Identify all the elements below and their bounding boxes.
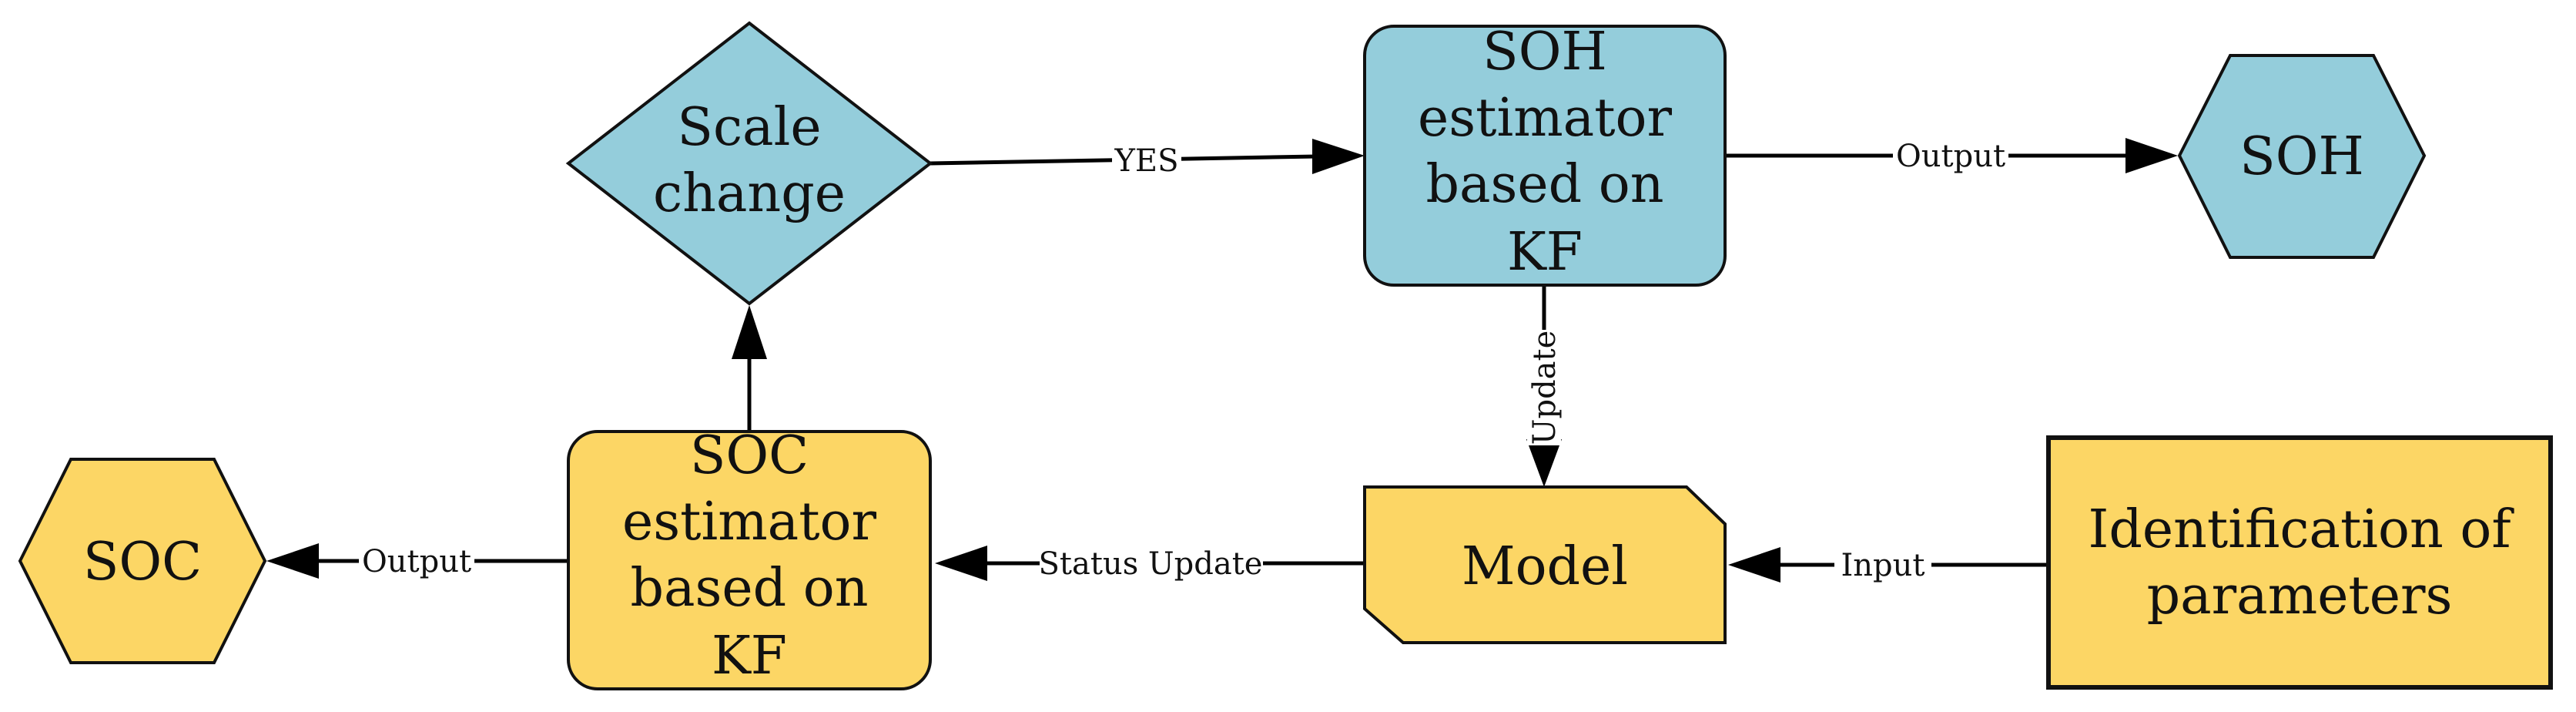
node-soh: SOH — [2177, 54, 2427, 259]
identification-line-1: Identification of — [2088, 499, 2514, 560]
soc-estimator-line-4: KF — [712, 626, 787, 687]
model-label: Model — [1462, 536, 1628, 597]
edge-input: Input — [1728, 547, 2047, 583]
soh-label: SOH — [2239, 126, 2364, 187]
edge-label-output-soc: Output — [362, 544, 471, 579]
soc-estimator-line-3: based on — [630, 558, 868, 619]
soh-estimator-line-4: KF — [1507, 222, 1583, 283]
node-identification: Identification of parameters — [2046, 435, 2553, 690]
node-soh-estimator: SOH estimator based on KF — [1363, 22, 1727, 287]
edge-label-status-update: Status Update — [1039, 546, 1263, 582]
edge-output-soc: Output — [266, 543, 568, 579]
soc-label: SOC — [83, 532, 202, 593]
node-model: Model — [1363, 485, 1727, 644]
edge-yes: YES — [930, 139, 1365, 179]
node-soc: SOC — [18, 458, 267, 664]
identification-line-2: parameters — [2147, 566, 2453, 626]
edge-label-input: Input — [1841, 548, 1924, 583]
scale-change-line-1: Scale — [677, 97, 821, 158]
edge-label-yes: YES — [1114, 143, 1178, 179]
edge-label-update: Update — [1527, 331, 1563, 445]
node-soc-estimator: SOC estimator based on KF — [567, 425, 932, 690]
soh-estimator-line-3: based on — [1425, 154, 1663, 215]
edge-output-soh: Output — [1725, 138, 2178, 174]
soh-estimator-line-2: estimator — [1418, 88, 1673, 149]
soc-estimator-line-2: estimator — [622, 492, 877, 552]
soh-estimator-line-1: SOH — [1482, 22, 1607, 82]
edge-soc-to-scale — [732, 305, 767, 432]
node-scale-change: Scale change — [565, 21, 933, 306]
edge-status-update: Status Update — [935, 546, 1365, 582]
edge-label-output-soh: Output — [1896, 139, 2005, 174]
edge-update: Update — [1526, 287, 1563, 487]
scale-change-line-2: change — [653, 163, 846, 224]
soc-estimator-line-1: SOC — [690, 425, 809, 486]
